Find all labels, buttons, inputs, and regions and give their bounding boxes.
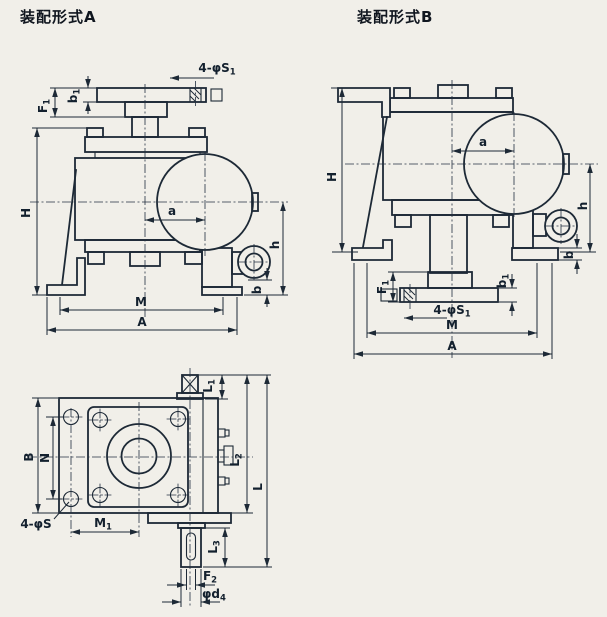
dim-label-b1-a: b1 <box>66 89 83 104</box>
plan-flange-holes <box>88 407 190 507</box>
form-a-dimensions <box>32 75 288 335</box>
form-b-cap-bolt-right <box>492 214 510 228</box>
dim-label-f2-plan: F2 <box>203 569 217 586</box>
form-b-bottom-flange <box>399 287 499 303</box>
plan-output-shaft <box>180 527 202 568</box>
dim-label-h-a: h <box>268 241 282 250</box>
dim-label-b-a: b <box>250 285 264 294</box>
form-a-gusset <box>60 168 78 287</box>
dim-label-b1-b: b1 <box>495 274 512 289</box>
form-b-bottom-foot <box>351 239 393 261</box>
form-a-housing-cap <box>84 136 208 153</box>
dim-label-d4-plan: φd4 <box>202 587 226 604</box>
form-b-view: H a h b F1 b1 4-φS1 M A <box>325 80 598 359</box>
dim-label-B-plan: B <box>22 452 36 461</box>
dim-label-a-a: a <box>168 204 176 218</box>
form-b-dimensions <box>331 87 596 359</box>
form-b-base-plate <box>389 97 514 113</box>
dim-label-m1-plan: M1 <box>94 516 112 533</box>
dim-label-A-a: A <box>137 315 147 329</box>
dim-label-l3-plan: L3 <box>206 540 223 554</box>
dim-label-f1-a: F1 <box>36 99 53 113</box>
dim-label-A-b: A <box>447 339 457 353</box>
dim-label-L-plan: L <box>251 483 265 491</box>
plan-view: B N 4-φS M1 L1 L2 L L3 F2 φd4 <box>20 368 272 608</box>
dim-label-4-phi-s-plan: 4-φS <box>20 517 51 531</box>
dim-label-f1-b: F1 <box>375 280 392 294</box>
dim-label-b-b: b <box>562 250 576 259</box>
form-a-right-bracket <box>201 247 233 288</box>
dim-label-4-phi-s1-b: 4-φS1 <box>433 303 470 320</box>
form-a-title: 装配形式A <box>19 8 97 26</box>
dim-label-M-b: M <box>446 318 458 332</box>
dim-label-N-plan: N <box>38 453 52 463</box>
dim-label-H-b: H <box>325 172 339 182</box>
plan-keyway <box>185 532 197 561</box>
form-a-left-foot <box>46 257 86 296</box>
dim-label-4-phi-s1-a: 4-φS1 <box>198 61 235 78</box>
form-b-top-foot <box>337 87 391 118</box>
dim-label-H-a: H <box>19 208 33 218</box>
form-a-view: 4-φS1 F1 b1 H a h b M A <box>19 61 288 335</box>
form-a-cap-bolt-left <box>86 127 104 138</box>
dim-label-a-b: a <box>479 135 487 149</box>
form-b-gusset <box>361 115 389 249</box>
plan-body <box>58 397 219 514</box>
plan-side-plugs <box>217 428 234 486</box>
dim-label-l2-plan: L2 <box>228 453 245 467</box>
form-b-title: 装配形式B <box>356 8 433 26</box>
dim-label-l1-plan: L1 <box>201 379 218 393</box>
form-a-cap-bolt-right <box>188 127 206 138</box>
dim-label-M-a: M <box>135 295 147 309</box>
dim-label-h-b: h <box>576 202 590 211</box>
form-b-cap-bolt-left <box>394 214 412 228</box>
plan-dimensions <box>32 374 272 607</box>
